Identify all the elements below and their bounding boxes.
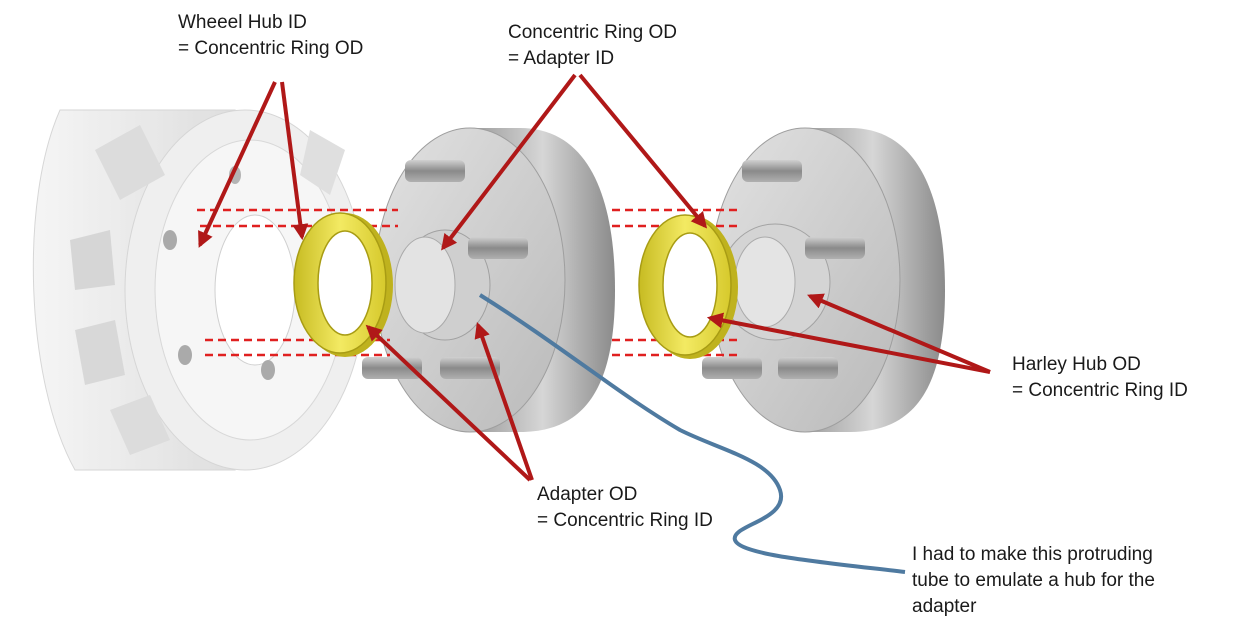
wheel-hub-label-line1: Wheeel Hub ID [178,12,307,33]
adapter-od-label: Adapter OD = Concentric Ring ID [537,482,713,534]
note-label-line3: adapter [912,596,977,617]
harley-hub-label: Harley Hub OD = Concentric Ring ID [1012,352,1188,404]
note-label-line1: I had to make this protruding [912,544,1153,565]
note-label-line2: tube to emulate a hub for the [912,570,1155,591]
wheel-hub-label: Wheeel Hub ID = Concentric Ring OD [178,10,363,62]
annotation-arrows [198,73,991,482]
adapter-spacer-left [338,127,615,433]
concentric-ring-label: Concentric Ring OD = Adapter ID [508,20,677,72]
note-label: I had to make this protruding tube to em… [912,542,1155,620]
harley-hub-label-line1: Harley Hub OD [1012,354,1141,375]
wheel-rim [32,109,366,471]
wheel-hub-label-line2: = Concentric Ring OD [178,38,364,59]
adapter-spacer-right [678,127,945,433]
concentric-ring-right [638,214,738,359]
concentric-ring-label-line2: = Adapter ID [508,48,615,69]
harley-hub-label-line2: = Concentric Ring ID [1012,380,1188,401]
note-pointer-curve [478,293,906,574]
concentric-ring-label-line1: Concentric Ring OD [508,22,677,43]
adapter-od-label-line1: Adapter OD [537,484,638,505]
concentric-ring-left [293,212,393,357]
adapter-od-label-line2: = Concentric Ring ID [537,510,713,531]
